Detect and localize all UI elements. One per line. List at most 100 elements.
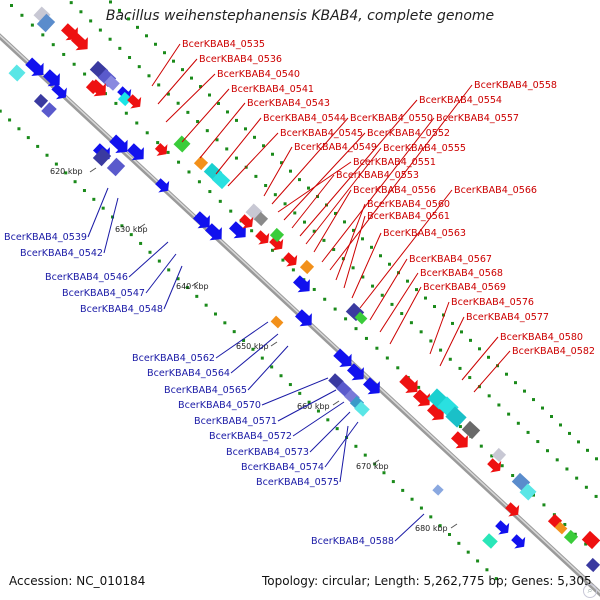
leader-line xyxy=(230,333,279,374)
track-dot xyxy=(98,28,102,32)
gene-label-forward[interactable]: BcerKBAB4_0535 xyxy=(182,39,265,50)
zoom-icon[interactable]: ⌕ xyxy=(583,584,597,598)
track-dot xyxy=(223,321,227,325)
gene-label-forward[interactable]: BcerKBAB4_0582 xyxy=(512,346,595,357)
gene-label-forward[interactable]: BcerKBAB4_0563 xyxy=(383,228,466,239)
gene-label-forward[interactable]: BcerKBAB4_0576 xyxy=(451,297,534,308)
track-dot xyxy=(69,1,73,5)
track-dot xyxy=(157,83,161,87)
track-dot xyxy=(500,464,504,468)
gene-label-reverse[interactable]: BcerKBAB4_0571 xyxy=(194,416,277,427)
gene-label-reverse[interactable]: BcerKBAB4_0572 xyxy=(209,431,292,442)
track-dot xyxy=(382,471,386,475)
leader-line xyxy=(291,174,335,229)
track-dot xyxy=(135,121,139,125)
gene-label-forward[interactable]: BcerKBAB4_0569 xyxy=(423,282,506,293)
leader-line xyxy=(305,147,382,245)
leader-line xyxy=(103,197,119,254)
gene-label-forward[interactable]: BcerKBAB4_0555 xyxy=(383,143,466,154)
leader-line xyxy=(369,258,408,321)
track-dot xyxy=(167,268,171,272)
gene-label-forward[interactable]: BcerKBAB4_0549 xyxy=(294,142,377,153)
track-dot xyxy=(388,262,391,266)
gene-label-forward[interactable]: BcerKBAB4_0560 xyxy=(367,199,450,210)
gene-label-reverse[interactable]: BcerKBAB4_0562 xyxy=(132,353,215,364)
track-dot xyxy=(344,317,348,321)
track-dot xyxy=(10,4,13,7)
gene-label-reverse[interactable]: BcerKBAB4_0542 xyxy=(20,248,103,259)
track-dot xyxy=(72,62,76,66)
gene-label-reverse[interactable]: BcerKBAB4_0564 xyxy=(147,368,230,379)
gene-label-reverse[interactable]: BcerKBAB4_0539 xyxy=(4,232,87,243)
gene-label-forward[interactable]: BcerKBAB4_0543 xyxy=(247,98,330,109)
gene-label-reverse[interactable]: BcerKBAB4_0547 xyxy=(62,288,145,299)
track-dot xyxy=(303,220,306,224)
track-dot xyxy=(594,494,598,498)
track-dot xyxy=(497,403,501,407)
track-dot xyxy=(546,449,549,453)
gene-label-forward[interactable]: BcerKBAB4_0556 xyxy=(353,185,436,196)
gene-label-forward[interactable]: BcerKBAB4_0544 xyxy=(263,113,346,124)
gene-label-forward[interactable]: BcerKBAB4_0550 xyxy=(350,113,433,124)
genes-inner-left xyxy=(89,60,133,107)
track-dot xyxy=(242,338,246,342)
gene-label-forward[interactable]: BcerKBAB4_0536 xyxy=(199,54,282,65)
gene-label-forward[interactable]: BcerKBAB4_0558 xyxy=(474,80,557,91)
gene-label-forward[interactable]: BcerKBAB4_0545 xyxy=(280,128,363,139)
leader-line xyxy=(145,253,177,294)
gene-label-forward[interactable]: BcerKBAB4_0552 xyxy=(367,128,450,139)
gene-label-forward[interactable]: BcerKBAB4_0567 xyxy=(409,254,492,265)
track-dot xyxy=(373,462,377,466)
track-dot xyxy=(352,228,355,232)
track-dot xyxy=(197,180,201,184)
track-dot xyxy=(234,156,238,160)
gene-label-reverse[interactable]: BcerKBAB4_0565 xyxy=(164,385,247,396)
gene-label-forward[interactable]: BcerKBAB4_0561 xyxy=(367,211,450,222)
track-dot xyxy=(108,37,112,41)
kbp-tick-label: 670 kbp xyxy=(356,462,389,471)
gene-label-forward[interactable]: BcerKBAB4_0580 xyxy=(500,332,583,343)
track-dot xyxy=(157,259,161,263)
label-leader-lines xyxy=(87,43,511,542)
track-dot xyxy=(250,229,254,233)
leader-line xyxy=(335,203,366,281)
track-dot xyxy=(118,8,121,12)
map-title: Bacillus weihenstephanensis KBAB4, compl… xyxy=(105,8,495,24)
gene-label-forward[interactable]: BcerKBAB4_0541 xyxy=(231,84,314,95)
gene-label-reverse[interactable]: BcerKBAB4_0546 xyxy=(45,272,128,283)
gene-label-reverse[interactable]: BcerKBAB4_0573 xyxy=(226,447,309,458)
gene-label-reverse[interactable]: BcerKBAB4_0588 xyxy=(311,536,394,547)
track-dot xyxy=(514,381,517,385)
gene-label-forward[interactable]: BcerKBAB4_0553 xyxy=(336,170,419,181)
leader-line xyxy=(271,117,349,205)
track-dot xyxy=(156,141,160,145)
leader-line xyxy=(277,389,337,422)
gene-label-forward[interactable]: BcerKBAB4_0568 xyxy=(420,268,503,279)
gene-label-forward[interactable]: BcerKBAB4_0551 xyxy=(353,157,436,168)
track-dot xyxy=(129,233,133,237)
leader-line xyxy=(429,301,450,355)
gene-label-reverse[interactable]: BcerKBAB4_0574 xyxy=(241,462,324,473)
gene-label-forward[interactable]: BcerKBAB4_0554 xyxy=(419,95,502,106)
gene-label-reverse[interactable]: BcerKBAB4_0548 xyxy=(80,304,163,315)
track-dot xyxy=(341,257,345,261)
track-dot xyxy=(109,0,112,4)
gene-label-reverse[interactable]: BcerKBAB4_0575 xyxy=(256,477,339,488)
genes-right xyxy=(61,23,600,573)
gene-label-forward[interactable]: BcerKBAB4_0566 xyxy=(454,185,537,196)
track-dot xyxy=(208,190,212,194)
track-dot xyxy=(163,51,166,55)
track-dot xyxy=(361,237,364,241)
track-dot xyxy=(457,541,461,545)
track-dot xyxy=(235,118,238,122)
track-dot xyxy=(485,568,489,572)
gene-label-forward[interactable]: BcerKBAB4_0557 xyxy=(436,113,519,124)
kbp-tick-label: 630 kbp xyxy=(115,225,148,234)
gene-label-forward[interactable]: BcerKBAB4_0540 xyxy=(217,69,300,80)
leader-line xyxy=(215,117,262,175)
track-dot xyxy=(577,440,580,444)
gene-label-reverse[interactable]: BcerKBAB4_0570 xyxy=(178,400,261,411)
track-dot xyxy=(270,365,274,369)
gene-label-forward[interactable]: BcerKBAB4_0577 xyxy=(466,312,549,323)
track-dot xyxy=(79,10,83,14)
